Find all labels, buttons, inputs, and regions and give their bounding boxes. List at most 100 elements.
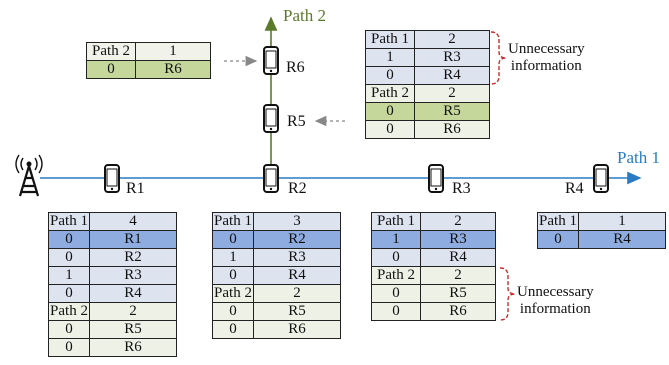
- phone-icon: [428, 164, 444, 193]
- table-cell: 0: [371, 284, 421, 303]
- node-label-r4: R4: [565, 180, 584, 197]
- table-row: 1 R3: [48, 266, 177, 285]
- table-cell: R6: [414, 120, 490, 139]
- table-row: 0 R4: [365, 66, 490, 85]
- table-cell: 0: [212, 302, 254, 321]
- table-row: 0 R4: [537, 230, 666, 249]
- table-cell: 0: [86, 60, 136, 79]
- table-cell: Path 2: [371, 266, 421, 285]
- table-row: 0 R1: [48, 230, 177, 249]
- table-cell: 0: [48, 230, 90, 249]
- table-cell: 0: [48, 320, 90, 339]
- table-row: 0 R6: [371, 302, 496, 321]
- table-cell: 0: [212, 320, 254, 339]
- table-header: Path 1 4: [48, 212, 177, 231]
- note-line: information: [510, 58, 582, 74]
- table-cell: 0: [371, 248, 421, 267]
- table-row: 1 R3: [365, 48, 490, 67]
- table-cell: Path 2: [48, 302, 90, 321]
- table-cell: 2: [420, 212, 496, 231]
- table-cell: 0: [48, 338, 90, 357]
- table-cell: R5: [89, 320, 177, 339]
- r4-table: Path 1 1 0 R4: [537, 212, 666, 249]
- table-cell: R6: [420, 302, 496, 321]
- table-cell: 2: [420, 266, 496, 285]
- table-cell: 1: [371, 230, 421, 249]
- table-cell: 2: [89, 302, 177, 321]
- unnecessary-info-note-bottom: Unnecessary information: [517, 284, 594, 318]
- table-row: 1 R3: [212, 248, 341, 267]
- table-header: Path 2 2: [365, 84, 490, 103]
- brace-bottom: [499, 267, 516, 321]
- table-cell: Path 2: [212, 284, 254, 303]
- node-label-r2: R2: [288, 180, 307, 197]
- table-cell: R4: [89, 284, 177, 303]
- path1-label: Path 1: [617, 148, 660, 167]
- table-cell: Path 1: [212, 212, 254, 231]
- unnecessary-info-note-top: Unnecessary information: [508, 41, 585, 75]
- path2-label: Path 2: [283, 6, 326, 25]
- table-cell: 1: [365, 48, 415, 67]
- note-line: Unnecessary: [508, 41, 585, 57]
- table-cell: R4: [578, 230, 666, 249]
- table-cell: 0: [371, 302, 421, 321]
- table-cell: 1: [578, 212, 666, 231]
- table-row: 0 R5: [371, 284, 496, 303]
- table-cell: 0: [537, 230, 579, 249]
- antenna-icon: [15, 154, 43, 197]
- table-cell: 2: [414, 84, 490, 103]
- table-cell: R6: [135, 60, 211, 79]
- phone-icon: [593, 164, 609, 193]
- phone-icon: [263, 104, 279, 133]
- note-line: Unnecessary: [517, 284, 594, 300]
- table-cell: R2: [89, 248, 177, 267]
- table-row: 0 R6: [212, 320, 341, 339]
- table-cell: R3: [420, 230, 496, 249]
- table-cell: R4: [420, 248, 496, 267]
- table-cell: Path 1: [371, 212, 421, 231]
- table-row: 0 R5: [48, 320, 177, 339]
- node-label-r3: R3: [452, 180, 471, 197]
- table-cell: Path 1: [365, 30, 415, 49]
- phone-icon: [104, 164, 120, 193]
- table-row: 0 R6: [86, 60, 211, 79]
- table-row: 0 R2: [212, 230, 341, 249]
- table-cell: R3: [414, 48, 490, 67]
- table-row: 0 R4: [48, 284, 177, 303]
- table-header: Path 2 1: [86, 42, 211, 61]
- table-cell: 1: [212, 248, 254, 267]
- r1-table: Path 1 4 0 R1 0 R2 1 R3 0 R4 Path 2 2 0 …: [48, 212, 177, 357]
- table-cell: 0: [48, 248, 90, 267]
- table-cell: 0: [365, 120, 415, 139]
- table-cell: R4: [253, 266, 341, 285]
- table-cell: Path 2: [86, 42, 136, 61]
- table-cell: R3: [253, 248, 341, 267]
- table-cell: Path 1: [48, 212, 90, 231]
- table-cell: Path 1: [537, 212, 579, 231]
- table-cell: 0: [365, 102, 415, 121]
- table-header: Path 2 2: [48, 302, 177, 321]
- table-row: 0 R2: [48, 248, 177, 267]
- r3-table: Path 1 2 1 R3 0 R4 Path 2 2 0 R5 0 R6: [371, 212, 496, 321]
- table-header: Path 2 2: [212, 284, 341, 303]
- table-cell: R4: [414, 66, 490, 85]
- table-cell: 4: [89, 212, 177, 231]
- table-row: 0 R6: [365, 120, 490, 139]
- table-cell: 2: [253, 284, 341, 303]
- table-row: 0 R4: [371, 248, 496, 267]
- table-cell: 0: [212, 230, 254, 249]
- r5-table: Path 1 2 1 R3 0 R4 Path 2 2 0 R5 0 R6: [365, 30, 490, 139]
- table-cell: 0: [48, 284, 90, 303]
- table-cell: R5: [414, 102, 490, 121]
- table-row: 0 R4: [212, 266, 341, 285]
- table-cell: R6: [253, 320, 341, 339]
- table-cell: 1: [48, 266, 90, 285]
- table-header: Path 1 1: [537, 212, 666, 231]
- table-cell: R1: [89, 230, 177, 249]
- node-label-r6: R6: [286, 59, 305, 76]
- phone-icon: [263, 164, 279, 193]
- table-cell: R5: [253, 302, 341, 321]
- table-row: 0 R5: [212, 302, 341, 321]
